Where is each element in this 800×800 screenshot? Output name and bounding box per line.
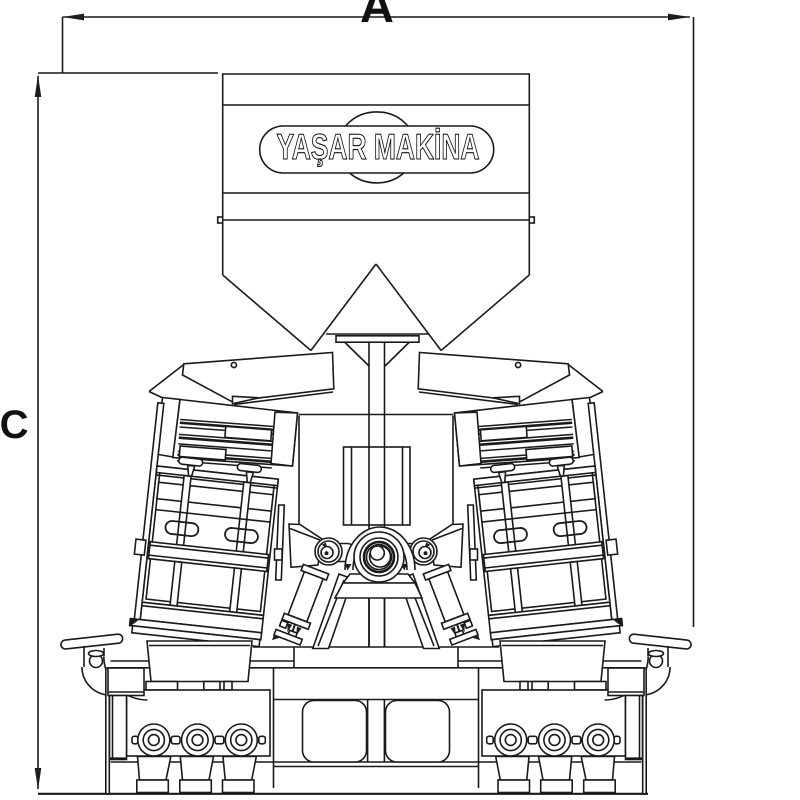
svg-text:YAŞAR MAKİNA: YAŞAR MAKİNA (276, 126, 479, 167)
svg-text:C: C (0, 403, 28, 447)
svg-text:A: A (360, 0, 394, 32)
